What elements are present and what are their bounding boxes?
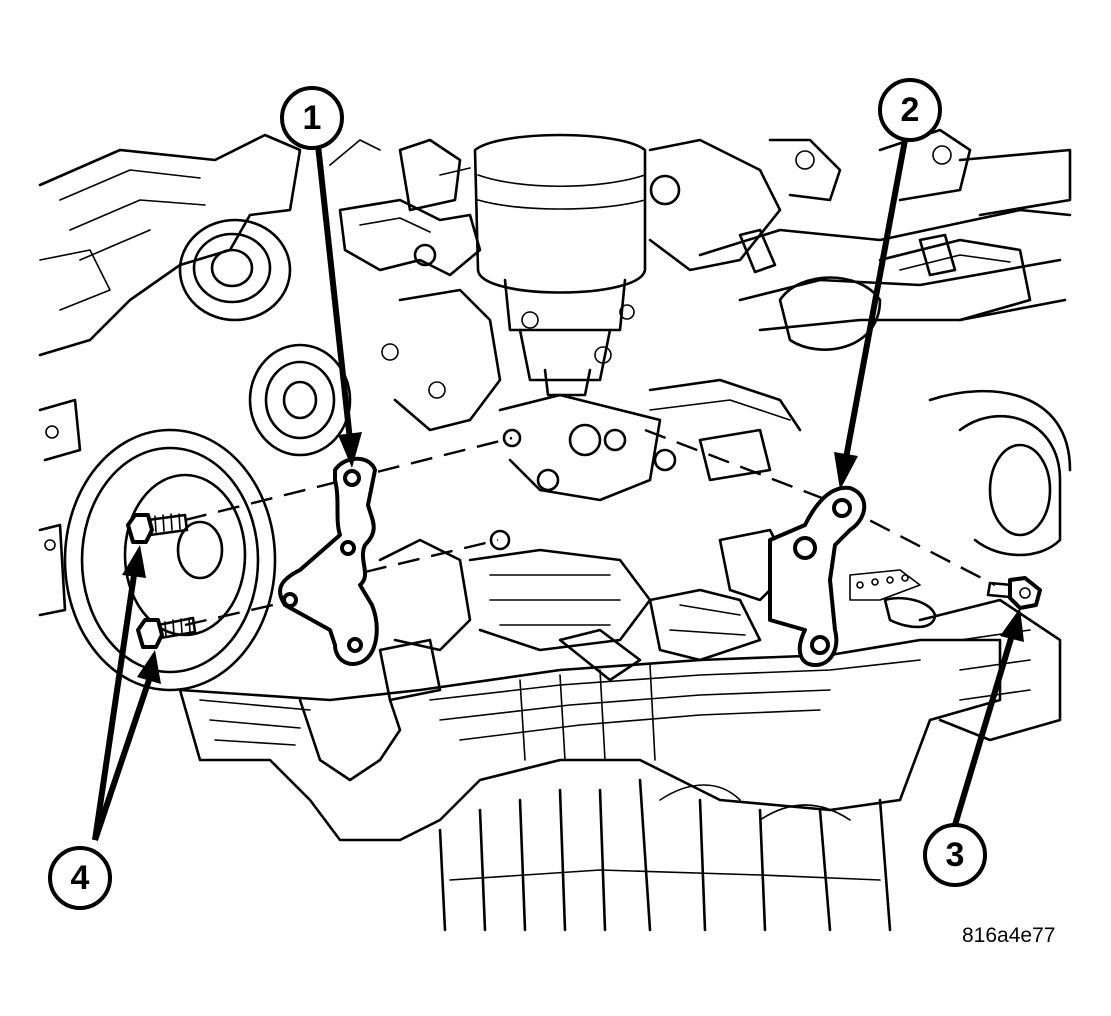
crankshaft-damper: [63, 428, 277, 692]
leader-arrows: [92, 139, 1024, 841]
oil-pan: [178, 638, 1002, 842]
callout-1: 1: [280, 86, 344, 150]
callout-2-label: 2: [901, 91, 920, 129]
callout-4: 4: [48, 846, 112, 910]
callout-3-label: 3: [946, 836, 965, 874]
bolt-lower-icon: [136, 616, 197, 649]
callout-1-label: 1: [303, 99, 322, 137]
right-bracket-icon: [768, 485, 937, 667]
callout-2: 2: [878, 78, 942, 142]
callout-4-label: 4: [71, 859, 90, 897]
bolt-upper-icon: [126, 513, 189, 544]
left-bracket-icon: [278, 456, 379, 666]
callout-3: 3: [923, 823, 987, 887]
engine-block-artwork: [38, 128, 1072, 932]
alignment-lines: [184, 428, 996, 627]
tensioner-pulley: [248, 343, 352, 457]
idler-pulley-upper: [178, 218, 292, 322]
bolt-right-icon: [986, 576, 1042, 610]
figure-reference-id: 816a4e77: [962, 924, 1055, 947]
